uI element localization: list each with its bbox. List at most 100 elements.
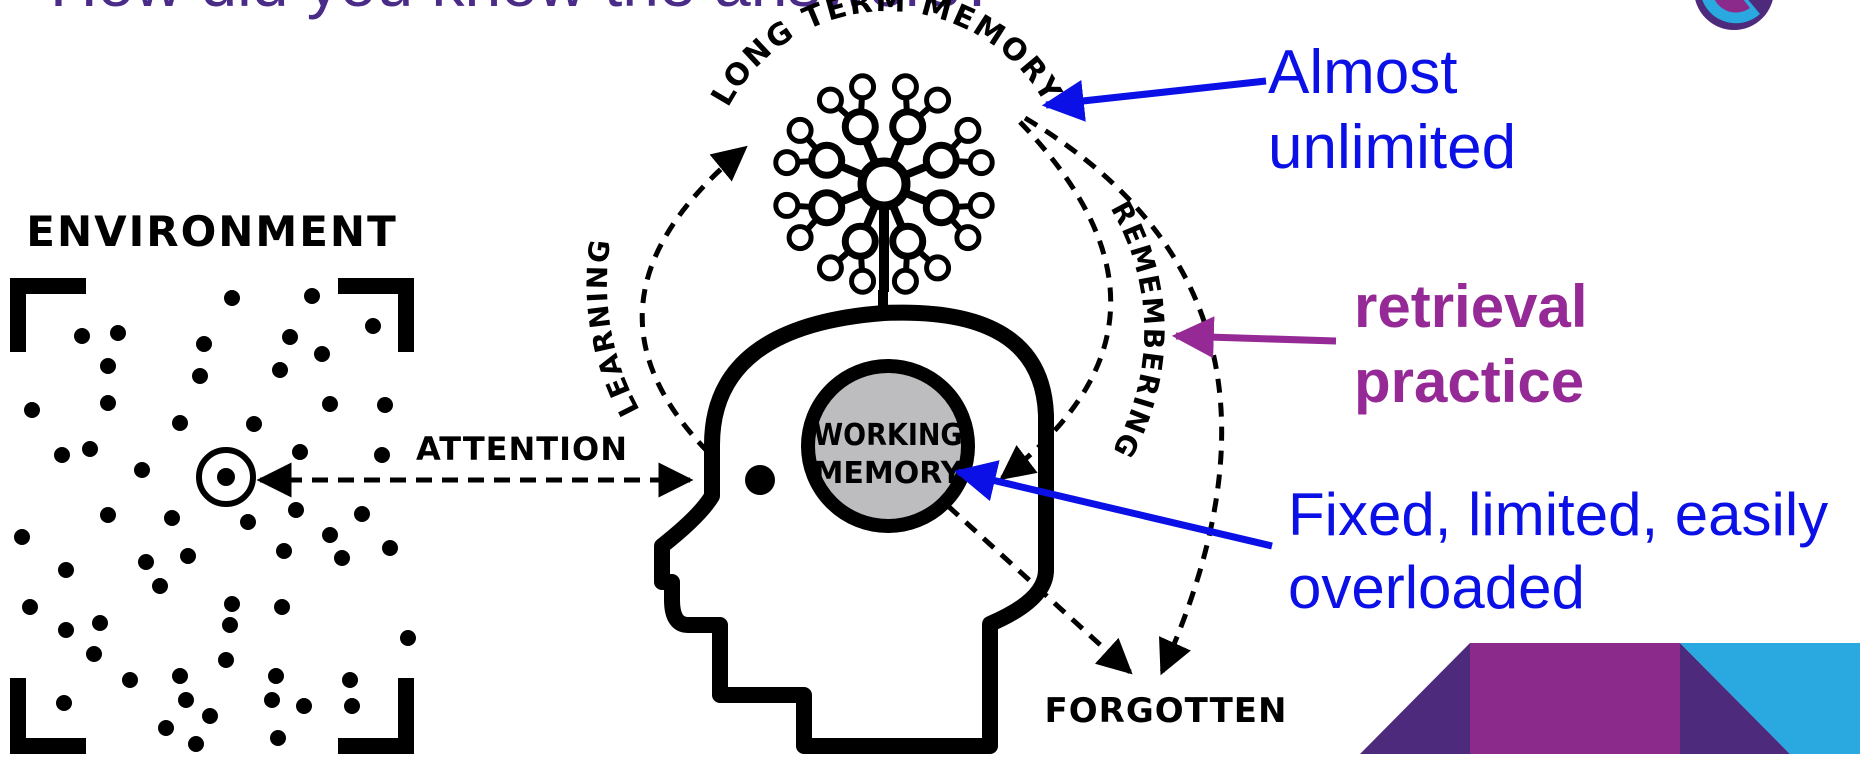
stimulus-dot: [172, 668, 188, 684]
stimulus-dot: [56, 695, 72, 711]
slide-title: How did you know the answers?: [50, 0, 997, 20]
stimulus-dot: [377, 397, 393, 413]
stimulus-dot: [224, 290, 240, 306]
remembering-arrow: [999, 120, 1113, 481]
stimulus-dot: [122, 672, 138, 688]
neuron-node: [889, 108, 927, 146]
stimulus-dot: [276, 543, 292, 559]
stimulus-dot: [272, 362, 288, 378]
logo-icon: [1695, 0, 1773, 30]
stimulus-dot: [342, 672, 358, 688]
neuron-node: [786, 224, 814, 252]
stimulus-dot: [218, 652, 234, 668]
retrieval-annotation-line2: practice: [1354, 348, 1584, 415]
stimulus-dot: [92, 615, 108, 631]
stimulus-dot: [152, 578, 168, 594]
stimulus-dot: [22, 599, 38, 615]
stimulus-dot: [58, 622, 74, 638]
stimulus-dot: [100, 395, 116, 411]
stimulus-dot: [374, 447, 390, 463]
stimulus-dot: [82, 441, 98, 457]
neuron-tree-icon: [773, 73, 995, 295]
working-memory: WORKING MEMORY: [801, 359, 975, 533]
stimulus-dot: [86, 646, 102, 662]
neuron-node: [849, 267, 877, 295]
stimulus-dot: [180, 548, 196, 564]
stimulus-dot: [240, 514, 256, 530]
decorative-corner-shapes: [1360, 643, 1860, 754]
forgotten-label: FORGOTTEN: [1045, 691, 1288, 731]
learning-arrow: [639, 145, 748, 454]
environment-stimuli: [14, 288, 416, 752]
stimulus-dot: [296, 698, 312, 714]
stimulus-dot: [224, 596, 240, 612]
neuron-node: [786, 116, 814, 144]
stimulus-dot: [192, 368, 208, 384]
head-silhouette-icon: [654, 290, 1054, 754]
neuron-node: [841, 222, 879, 260]
stimulus-dot: [322, 396, 338, 412]
stimulus-dot: [288, 502, 304, 518]
stimulus-dot: [334, 550, 350, 566]
ltm-annotation-arrow: [1041, 77, 1267, 122]
neuron-node: [891, 267, 919, 295]
stimulus-dot: [202, 708, 218, 724]
stimulus-dot: [365, 318, 381, 334]
attention-label: ATTENTION: [416, 430, 628, 468]
wm-annotation-line1: Fixed, limited, easily: [1288, 481, 1828, 548]
stimulus-dot: [24, 402, 40, 418]
neuron-node: [954, 116, 982, 144]
stimulus-dot: [354, 506, 370, 522]
stimulus-dot: [134, 462, 150, 478]
neuron-node: [773, 149, 801, 177]
stimulus-dot: [344, 698, 360, 714]
stimulus-dot: [270, 730, 286, 746]
stimulus-dot: [382, 540, 398, 556]
target-icon: [196, 447, 256, 507]
stimulus-dot: [322, 527, 338, 543]
stimulus-dot: [138, 554, 154, 570]
neuron-node: [922, 141, 960, 179]
neuron-node: [954, 224, 982, 252]
neuron-node: [967, 149, 995, 177]
neuron-node: [924, 254, 952, 282]
stimulus-dot: [164, 510, 180, 526]
environment-frame: [10, 278, 414, 754]
stimulus-dot: [100, 507, 116, 523]
stimulus-dot: [274, 599, 290, 615]
stimulus-dot: [304, 288, 320, 304]
wm-forgotten-arrow: [946, 504, 1133, 675]
wm-annotation-line2: overloaded: [1288, 554, 1585, 621]
ltm-forgotten-arrow: [1023, 115, 1225, 676]
stimulus-dot: [264, 692, 280, 708]
stimulus-dot: [74, 328, 90, 344]
stimulus-dot: [188, 736, 204, 752]
ltm-annotation-line1: Almost: [1268, 38, 1457, 107]
stimulus-dot: [178, 692, 194, 708]
environment-label: ENVIRONMENT: [26, 207, 397, 256]
stimulus-dot: [222, 617, 238, 633]
neuron-node: [889, 222, 927, 260]
neuron-node: [816, 86, 844, 114]
stimulus-dot: [196, 336, 212, 352]
stimulus-dot: [110, 325, 126, 341]
stimulus-dot: [282, 329, 298, 345]
neuron-node: [808, 141, 846, 179]
retrieval-annotation-line1: retrieval: [1354, 273, 1588, 340]
neuron-node: [773, 191, 801, 219]
working-memory-label-line1: WORKING: [813, 418, 962, 453]
neuron-node: [891, 73, 919, 101]
retrieval-annotation-arrow: [1171, 316, 1337, 359]
stimulus-dot: [172, 415, 188, 431]
neuron-node: [967, 191, 995, 219]
stimulus-dot: [54, 447, 70, 463]
stimulus-dot: [158, 720, 174, 736]
neuron-node: [924, 86, 952, 114]
neuron-node: [816, 254, 844, 282]
stimulus-dot: [58, 562, 74, 578]
neuron-node: [857, 157, 911, 211]
working-memory-label-line2: MEMORY: [814, 456, 964, 491]
stimulus-dot: [268, 668, 284, 684]
